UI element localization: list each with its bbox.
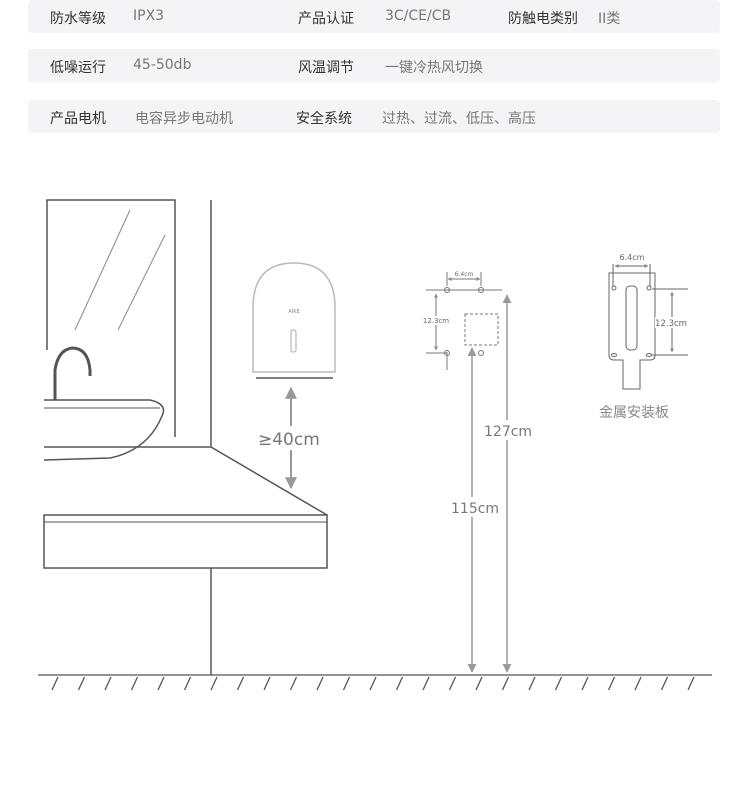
spec-value: 3C/CE/CB [385, 8, 452, 24]
hole-width-label: 6.4cm [455, 271, 474, 278]
floor-hatch [51, 676, 59, 691]
dryer-brand: AIKE [288, 309, 299, 315]
plate-width-label: 6.4cm [620, 253, 645, 262]
floor-hatch [581, 676, 589, 691]
floor [38, 674, 712, 691]
floor-hatch [104, 676, 112, 691]
floor-hatch [210, 676, 218, 691]
height-127-label: 127cm [484, 424, 532, 440]
floor-hatch [130, 676, 139, 691]
spec-row: 防水等级 IPX3 产品认证 3C/CE/CB 防触电类别 II类 [28, 0, 720, 33]
floor-hatch [263, 676, 271, 691]
floor-hatch [342, 676, 351, 691]
hole-height-label: 12.3cm [423, 317, 449, 325]
spec-label: 防触电类别 [508, 11, 578, 27]
floor-hatch [422, 676, 430, 691]
floor-hatch [236, 676, 245, 691]
bathroom-scene [43, 199, 328, 675]
floor-hatch [395, 676, 404, 691]
spec-label: 低噪运行 [50, 60, 106, 76]
floor-hatch [289, 676, 298, 691]
floor-hatch [316, 676, 324, 691]
floor-hatch [554, 676, 563, 691]
height-115-label: 115cm [451, 501, 499, 517]
hand-dryer: AIKE [252, 262, 336, 379]
plate-height-label: 12.3cm [655, 319, 687, 329]
spec-value: II类 [598, 11, 621, 27]
spec-label: 产品认证 [298, 11, 354, 27]
plate-caption: 金属安装板 [599, 405, 669, 421]
hole-template [426, 272, 502, 370]
floor-hatch [528, 676, 536, 691]
spec-value: 过热、过流、低压、高压 [382, 111, 536, 127]
floor-hatch [687, 676, 695, 691]
spec-row: 低噪运行 45-50db 风温调节 一键冷热风切换 [28, 49, 720, 82]
spec-row: 产品电机 电容异步电动机 安全系统 过热、过流、低压、高压 [28, 100, 720, 133]
floor-hatch [369, 676, 377, 691]
spec-label: 安全系统 [296, 111, 352, 127]
spec-value: 电容异步电动机 [135, 111, 233, 127]
floor-hatch [448, 676, 457, 691]
spec-label: 风温调节 [298, 60, 354, 76]
spec-value: 一键冷热风切换 [385, 60, 483, 76]
floor-hatch [77, 676, 86, 691]
mounting-plate [608, 264, 688, 390]
spec-label: 产品电机 [50, 111, 106, 127]
floor-hatch [660, 676, 669, 691]
floor-hatch [183, 676, 192, 691]
floor-hatch [634, 676, 642, 691]
clearance-label: ≥40cm [258, 430, 320, 450]
floor-hatch [501, 676, 510, 691]
spec-label: 防水等级 [50, 11, 106, 27]
floor-hatch [607, 676, 616, 691]
floor-hatch [157, 676, 165, 691]
spec-value: 45-50db [133, 57, 192, 73]
floor-hatch [475, 676, 483, 691]
spec-value: IPX3 [133, 8, 165, 24]
